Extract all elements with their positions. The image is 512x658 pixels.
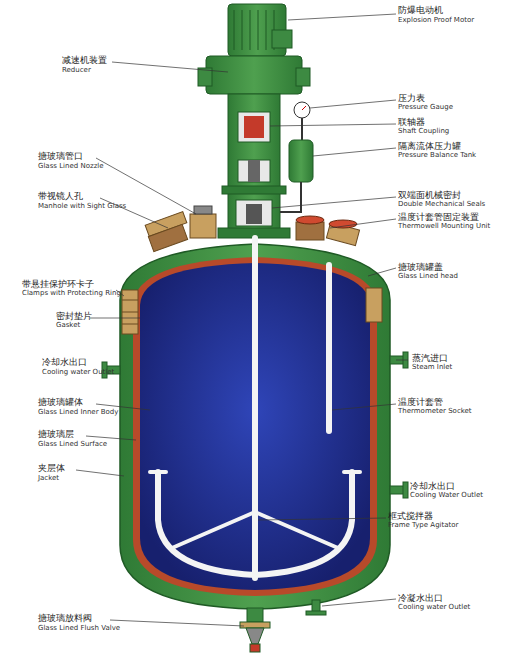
part-label: Reducer xyxy=(62,67,91,74)
part-label: 冷却水出口 xyxy=(410,482,455,491)
part-label: Glass Lined Nozzle xyxy=(38,163,104,170)
part-label: 搪玻璃罐盖 xyxy=(398,263,443,272)
part-label: 密封垫片 xyxy=(56,312,92,321)
part-label: 隔离流体压力罐 xyxy=(398,142,461,151)
part-label: 压力表 xyxy=(398,94,425,103)
part-label: 减速机装置 xyxy=(62,56,107,65)
part-label: Jacket xyxy=(38,475,59,482)
motor xyxy=(198,4,310,94)
part-label: 冷却水出口 xyxy=(42,358,87,367)
thermometer-socket xyxy=(326,262,332,434)
part-label: 搪玻璃管口 xyxy=(38,152,83,161)
drive-column xyxy=(218,94,290,238)
part-label: 防爆电动机 xyxy=(398,6,443,15)
part-label: Explosion Proof Motor xyxy=(398,17,474,24)
part-label: Thermowell Mounting Unit xyxy=(398,223,490,230)
part-label: Shaft Coupling xyxy=(398,128,449,135)
part-label: 温度计套管固定装置 xyxy=(398,213,479,222)
part-label: 双端面机械密封 xyxy=(398,191,461,200)
part-label: Steam Inlet xyxy=(412,364,452,371)
part-label: 框式搅拌器 xyxy=(388,512,433,521)
part-label: Thermometer Socket xyxy=(398,408,472,415)
part-label: Cooling water Outlet xyxy=(42,369,114,376)
part-label: Manhole with Sight Glass xyxy=(38,203,126,210)
part-label: Pressure Gauge xyxy=(398,104,453,111)
part-label: 蒸汽进口 xyxy=(412,354,448,363)
part-label: 搪玻璃罐体 xyxy=(38,398,83,407)
part-label: Cooling Water Outlet xyxy=(410,492,483,499)
part-label: 搪玻璃层 xyxy=(38,430,74,439)
part-label: Glass Lined Surface xyxy=(38,441,107,448)
part-label: 搪玻璃放料阀 xyxy=(38,614,92,623)
part-label: Cooling water Outlet xyxy=(398,604,470,611)
pressure-balance-tank xyxy=(280,102,313,212)
part-label: Glass Lined head xyxy=(398,273,458,280)
part-label: 带视镜人孔 xyxy=(38,192,83,201)
frame-agitator xyxy=(150,238,360,578)
part-label: Glass Lined Flush Valve xyxy=(38,625,120,632)
part-label: Clamps with Protecting Ring xyxy=(22,290,121,297)
part-label: Frame Type Agitator xyxy=(388,522,458,529)
part-label: 冷凝水出口 xyxy=(398,594,443,603)
part-label: Double Mechanical Seals xyxy=(398,201,485,208)
part-label: Pressure Balance Tank xyxy=(398,152,476,159)
part-label: 带悬挂保护环卡子 xyxy=(22,280,94,289)
part-label: 温度计套管 xyxy=(398,398,443,407)
part-label: 夹层体 xyxy=(38,464,65,473)
part-label: Gasket xyxy=(56,322,80,329)
part-label: Glass Lined Inner Body xyxy=(38,409,118,416)
part-label: 联轴器 xyxy=(398,118,425,127)
leader-lines xyxy=(76,14,408,626)
